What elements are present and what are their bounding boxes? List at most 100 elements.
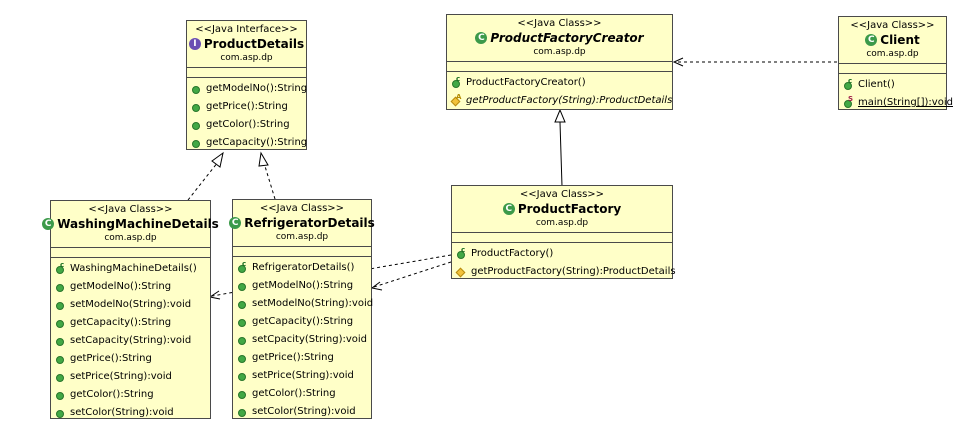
class-box-product-factory[interactable]: <<Java Class>> C ProductFactory com.asp.… bbox=[451, 185, 676, 279]
operation-row[interactable]: getPrice():String bbox=[233, 349, 371, 367]
constructor-icon: c bbox=[456, 245, 467, 260]
hollow-arrowhead-icon bbox=[258, 151, 269, 167]
operation-row[interactable]: getProductFactory(String):ProductDetails bbox=[452, 263, 676, 281]
class-box-client[interactable]: <<Java Class>> C Client com.asp.dp c Clie… bbox=[838, 16, 953, 112]
public-method-icon bbox=[55, 408, 66, 419]
modifier-badge: c bbox=[461, 245, 466, 254]
operation-signature: getPrice():String bbox=[206, 101, 288, 112]
operation-signature: ProductFactory() bbox=[471, 248, 554, 259]
modifier-badge: c bbox=[848, 76, 853, 85]
operation-signature: main(String[]):void bbox=[858, 97, 953, 108]
class-header: <<Java Interface>> I ProductDetails com.… bbox=[187, 21, 306, 68]
class-icon: C bbox=[502, 203, 515, 215]
class-name: ProductFactoryCreator bbox=[490, 31, 644, 45]
public-method-icon bbox=[237, 371, 248, 382]
class-name: WashingMachineDetails bbox=[57, 217, 219, 231]
operation-row[interactable]: setColor(String):void bbox=[51, 404, 210, 422]
operation-row[interactable]: getColor():String bbox=[187, 116, 306, 134]
class-box-product-details[interactable]: <<Java Interface>> I ProductDetails com.… bbox=[186, 20, 307, 150]
class-name: RefrigeratorDetails bbox=[244, 216, 375, 230]
operation-signature: getModelNo():String bbox=[206, 83, 308, 94]
operation-row[interactable]: setPrice(String):void bbox=[233, 367, 371, 385]
modifier-badge: c bbox=[456, 74, 461, 83]
operation-signature: getColor():String bbox=[70, 389, 154, 400]
operation-row[interactable]: getPrice():String bbox=[51, 350, 210, 368]
class-box-washing-machine-details[interactable]: <<Java Class>> C WashingMachineDetails c… bbox=[42, 200, 219, 422]
public-method-icon bbox=[55, 318, 66, 329]
edge-productfactory-extends-creator bbox=[559, 121, 563, 187]
operation-signature: setModelNo(String):void bbox=[70, 299, 192, 310]
hollow-arrowhead-icon bbox=[211, 151, 224, 168]
stereotype-label: <<Java Class>> bbox=[517, 18, 602, 29]
stereotype-label: <<Java Interface>> bbox=[195, 24, 298, 35]
hollow-arrowhead-icon bbox=[554, 108, 566, 123]
operation-row[interactable]: setCapacity(String):void bbox=[51, 332, 210, 350]
class-name: Client bbox=[880, 33, 920, 47]
operation-row[interactable]: setModelNo(String):void bbox=[233, 295, 373, 313]
modifier-badge: c bbox=[60, 260, 65, 269]
operation-row[interactable]: getModelNo():String bbox=[51, 278, 210, 296]
operation-row[interactable]: getModelNo():String bbox=[187, 80, 308, 98]
operation-row[interactable]: c WashingMachineDetails() bbox=[51, 260, 210, 278]
operation-signature: WashingMachineDetails() bbox=[70, 263, 197, 274]
operation-row[interactable]: setPrice(String):void bbox=[51, 368, 210, 386]
operation-row[interactable]: getColor():String bbox=[51, 386, 210, 404]
operation-signature: getPrice():String bbox=[70, 353, 152, 364]
public-method-icon bbox=[237, 353, 248, 364]
operation-signature: getColor():String bbox=[206, 119, 290, 130]
operation-signature: getProductFactory(String):ProductDetails bbox=[471, 266, 676, 277]
operation-row[interactable]: getColor():String bbox=[233, 385, 371, 403]
operation-signature: Client() bbox=[858, 79, 895, 90]
attributes-compartment bbox=[447, 62, 672, 72]
stereotype-label: <<Java Class>> bbox=[519, 189, 605, 200]
class-box-product-factory-creator[interactable]: <<Java Class>> C ProductFactoryCreator c… bbox=[446, 14, 673, 110]
class-header: <<Java Class>> C RefrigeratorDetails com… bbox=[229, 200, 375, 247]
public-method-icon bbox=[191, 102, 202, 113]
operation-signature: getCapacity():String bbox=[206, 137, 308, 148]
public-method-icon bbox=[237, 389, 248, 400]
operation-row[interactable]: setColor(String):void bbox=[233, 403, 371, 421]
public-method-icon bbox=[55, 354, 66, 365]
operation-signature: getPrice():String bbox=[252, 352, 334, 363]
modifier-badge: S bbox=[848, 94, 854, 103]
operation-row[interactable]: getCapacity():String bbox=[233, 313, 371, 331]
public-method-icon bbox=[237, 407, 248, 418]
operation-row[interactable]: c Client() bbox=[839, 76, 946, 94]
class-icon: C bbox=[42, 218, 55, 230]
abstract-method-icon: A bbox=[450, 92, 462, 107]
open-arrowhead-icon bbox=[672, 57, 684, 67]
operation-row[interactable]: setCpacity(String):void bbox=[233, 331, 371, 349]
package-label: com.asp.dp bbox=[104, 233, 157, 243]
modifier-badge: A bbox=[456, 92, 462, 101]
attributes-compartment bbox=[187, 68, 306, 78]
operation-row[interactable]: getModelNo():String bbox=[233, 277, 371, 295]
operation-row[interactable]: getCapacity():String bbox=[187, 134, 308, 152]
static-method-icon: S bbox=[843, 94, 854, 109]
class-box-refrigerator-details[interactable]: <<Java Class>> C RefrigeratorDetails com… bbox=[229, 199, 375, 419]
public-method-icon bbox=[237, 299, 248, 310]
operation-signature: getModelNo():String bbox=[252, 280, 354, 291]
operation-signature: setCpacity(String):void bbox=[252, 334, 368, 345]
public-method-icon bbox=[237, 317, 248, 328]
operation-row[interactable]: getCapacity():String bbox=[51, 314, 210, 332]
operation-signature: getProductFactory(String):ProductDetails bbox=[466, 95, 673, 106]
attributes-compartment bbox=[452, 233, 672, 243]
operation-row[interactable]: getPrice():String bbox=[187, 98, 306, 116]
class-header: <<Java Class>> C Client com.asp.dp bbox=[839, 17, 946, 64]
attributes-compartment bbox=[839, 64, 946, 74]
public-method-icon bbox=[191, 138, 202, 149]
operations-compartment: c ProductFactory() getProductFactory(Strin… bbox=[452, 243, 676, 284]
operation-row[interactable]: c ProductFactory() bbox=[452, 245, 672, 263]
operation-signature: setPrice(String):void bbox=[70, 371, 172, 382]
attributes-compartment bbox=[233, 247, 371, 257]
package-label: com.asp.dp bbox=[533, 47, 586, 57]
modifier-badge: c bbox=[242, 259, 247, 268]
stereotype-label: <<Java Class>> bbox=[88, 204, 173, 215]
operation-row[interactable]: setModelNo(String):void bbox=[51, 296, 210, 314]
